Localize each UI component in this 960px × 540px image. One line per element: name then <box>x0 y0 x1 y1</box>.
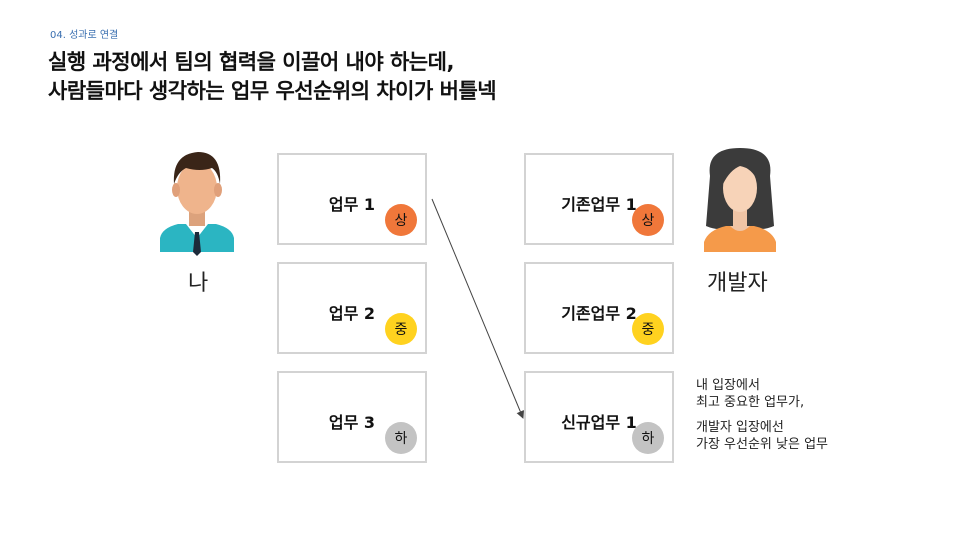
priority-badge-high: 상 <box>632 204 664 236</box>
my-task-card-3: 업무 3 하 <box>277 371 427 463</box>
priority-badge-mid: 중 <box>632 313 664 345</box>
priority-badge-low: 하 <box>385 422 417 454</box>
dev-task-card-1: 기존업무 1 상 <box>524 153 674 245</box>
my-task-card-2: 업무 2 중 <box>277 262 427 354</box>
title-line-1: 실행 과정에서 팀의 협력을 이끌어 내야 하는데, <box>48 50 454 74</box>
section-label: 04. 성과로 연결 <box>50 30 119 41</box>
my-task-label-1: 업무 1 <box>328 195 376 214</box>
dev-task-card-3: 신규업무 1 하 <box>524 371 674 463</box>
note-line-2: 최고 중요한 업무가, <box>696 395 805 410</box>
priority-badge-high: 상 <box>385 204 417 236</box>
note-line-3: 개발자 입장에선 <box>696 420 784 435</box>
my-task-card-1: 업무 1 상 <box>277 153 427 245</box>
developer-label: 개발자 <box>707 271 768 296</box>
slide-title: 실행 과정에서 팀의 협력을 이끌어 내야 하는데, 사람들마다 생각하는 업무… <box>48 48 497 106</box>
me-label: 나 <box>188 271 209 296</box>
dev-task-label-1: 기존업무 1 <box>561 195 637 214</box>
priority-note: 내 입장에서 최고 중요한 업무가, 개발자 입장에선 가장 우선순위 낮은 업… <box>696 377 828 453</box>
my-task-label-3: 업무 3 <box>328 413 376 432</box>
title-line-2: 사람들마다 생각하는 업무 우선순위의 차이가 버틀넥 <box>48 79 497 103</box>
dev-task-label-3: 신규업무 1 <box>561 413 637 432</box>
woman-avatar-icon <box>704 148 776 252</box>
my-task-label-2: 업무 2 <box>328 304 376 323</box>
note-line-4: 가장 우선순위 낮은 업무 <box>696 437 828 452</box>
note-line-1: 내 입장에서 <box>696 378 760 393</box>
priority-badge-low: 하 <box>632 422 664 454</box>
dev-task-label-2: 기존업무 2 <box>561 304 637 323</box>
priority-badge-mid: 중 <box>385 313 417 345</box>
man-avatar-icon <box>160 152 234 256</box>
dev-task-card-2: 기존업무 2 중 <box>524 262 674 354</box>
